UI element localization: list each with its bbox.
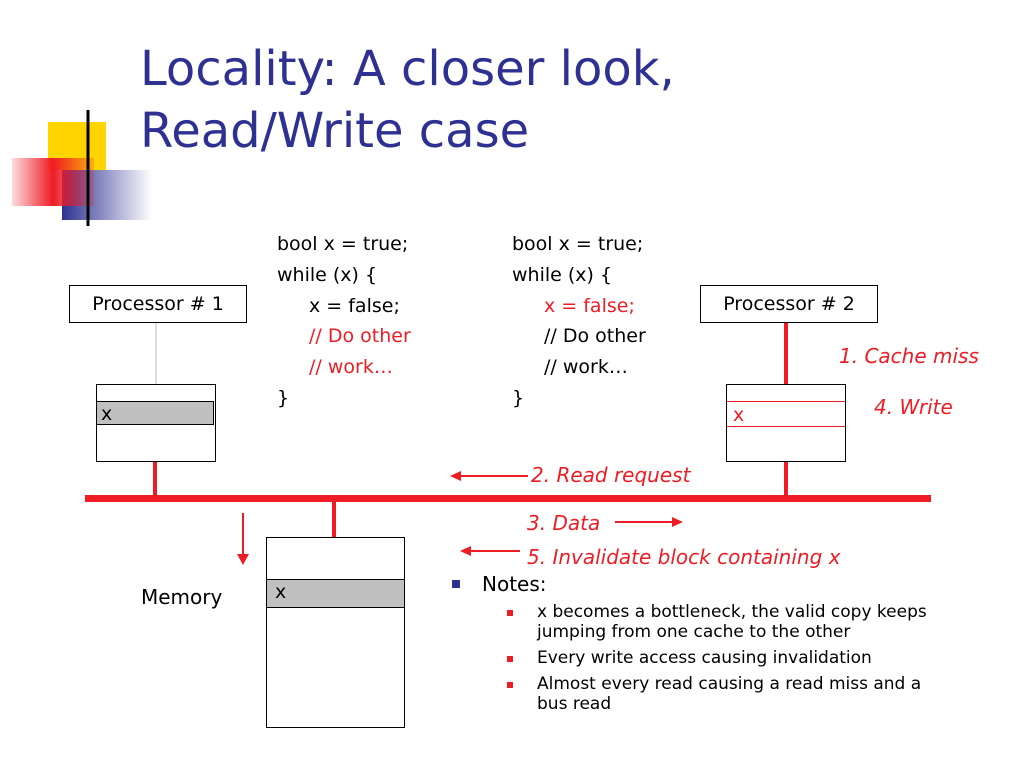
- code-block-right: bool x = true; while (x) { x = false; //…: [512, 229, 646, 414]
- memory-label: Memory: [141, 585, 223, 609]
- bullet-square-icon: [507, 682, 513, 688]
- step-cache-miss: 1. Cache miss: [839, 344, 979, 368]
- code-line: }: [512, 386, 525, 409]
- code-block-left: bool x = true; while (x) { x = false; //…: [277, 229, 411, 414]
- cache1-line-x: x: [96, 401, 214, 425]
- notes-heading-text: Notes:: [482, 572, 547, 596]
- processor1-box: Processor # 1: [69, 285, 247, 323]
- list-item-text: Every write access causing invalidation: [537, 648, 872, 668]
- step-write: 4. Write: [874, 395, 953, 419]
- code-line: x = false;: [309, 294, 400, 317]
- system-bus: [85, 495, 931, 502]
- title-line-1: Locality: A closer look,: [140, 41, 675, 97]
- code-line: // Do other: [544, 325, 646, 348]
- list-item-text: Almost every read causing a read miss an…: [537, 674, 922, 714]
- code-line: while (x) {: [277, 263, 378, 286]
- list-item: Almost every read causing a read miss an…: [507, 674, 947, 714]
- data-arrow-icon: [615, 517, 683, 527]
- bullet-square-icon: [507, 656, 513, 662]
- code-line-highlighted: // Do other: [309, 325, 411, 348]
- memory-box: x: [266, 537, 405, 728]
- down-arrow-icon: [237, 513, 249, 565]
- notes-list: x becomes a bottleneck, the valid copy k…: [507, 602, 947, 720]
- code-line: // work…: [544, 356, 628, 379]
- list-item: x becomes a bottleneck, the valid copy k…: [507, 602, 947, 642]
- bullet-square-icon: [452, 579, 460, 588]
- step-invalidate: 5. Invalidate block containing x: [527, 545, 841, 569]
- invalidate-arrow-icon: [460, 546, 520, 556]
- step-read-request: 2. Read request: [531, 463, 691, 487]
- code-line: bool x = true;: [277, 233, 409, 255]
- list-item-text: x becomes a bottleneck, the valid copy k…: [537, 602, 927, 642]
- bullet-square-icon: [507, 610, 513, 616]
- read-request-arrow-icon: [450, 471, 528, 481]
- code-line: bool x = true;: [512, 233, 644, 255]
- code-line-highlighted: // work…: [309, 356, 393, 379]
- processor2-box: Processor # 2: [700, 285, 878, 323]
- title-line-2: Read/Write case: [140, 103, 530, 159]
- notes-heading: Notes:: [452, 572, 547, 596]
- cache2-line-x: x: [727, 401, 845, 427]
- memory-line-x: x: [266, 579, 405, 608]
- code-line-highlighted: x = false;: [544, 294, 635, 317]
- code-line: }: [277, 386, 290, 409]
- cache1-box: x: [96, 384, 216, 462]
- slide-title: Locality: A closer look, Read/Write case: [140, 38, 675, 162]
- code-line: while (x) {: [512, 263, 613, 286]
- cache2-box: x: [726, 384, 846, 462]
- corner-decoration-graphic: [12, 110, 1024, 226]
- list-item: Every write access causing invalidation: [507, 648, 947, 668]
- step-data: 3. Data: [527, 511, 601, 535]
